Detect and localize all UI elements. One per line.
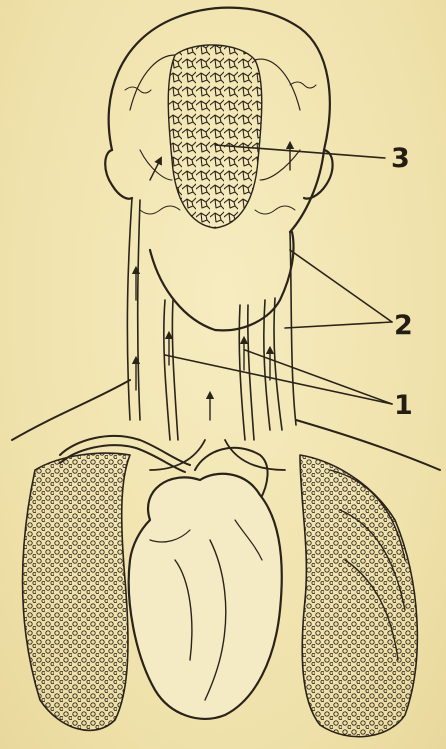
heart: [129, 474, 282, 719]
callout-label-2: 2: [394, 312, 413, 339]
callout-label-1: 1: [394, 392, 413, 419]
brain-network: [125, 45, 316, 228]
callout-label-3: 3: [391, 145, 410, 172]
neck-vessels: [127, 198, 296, 440]
